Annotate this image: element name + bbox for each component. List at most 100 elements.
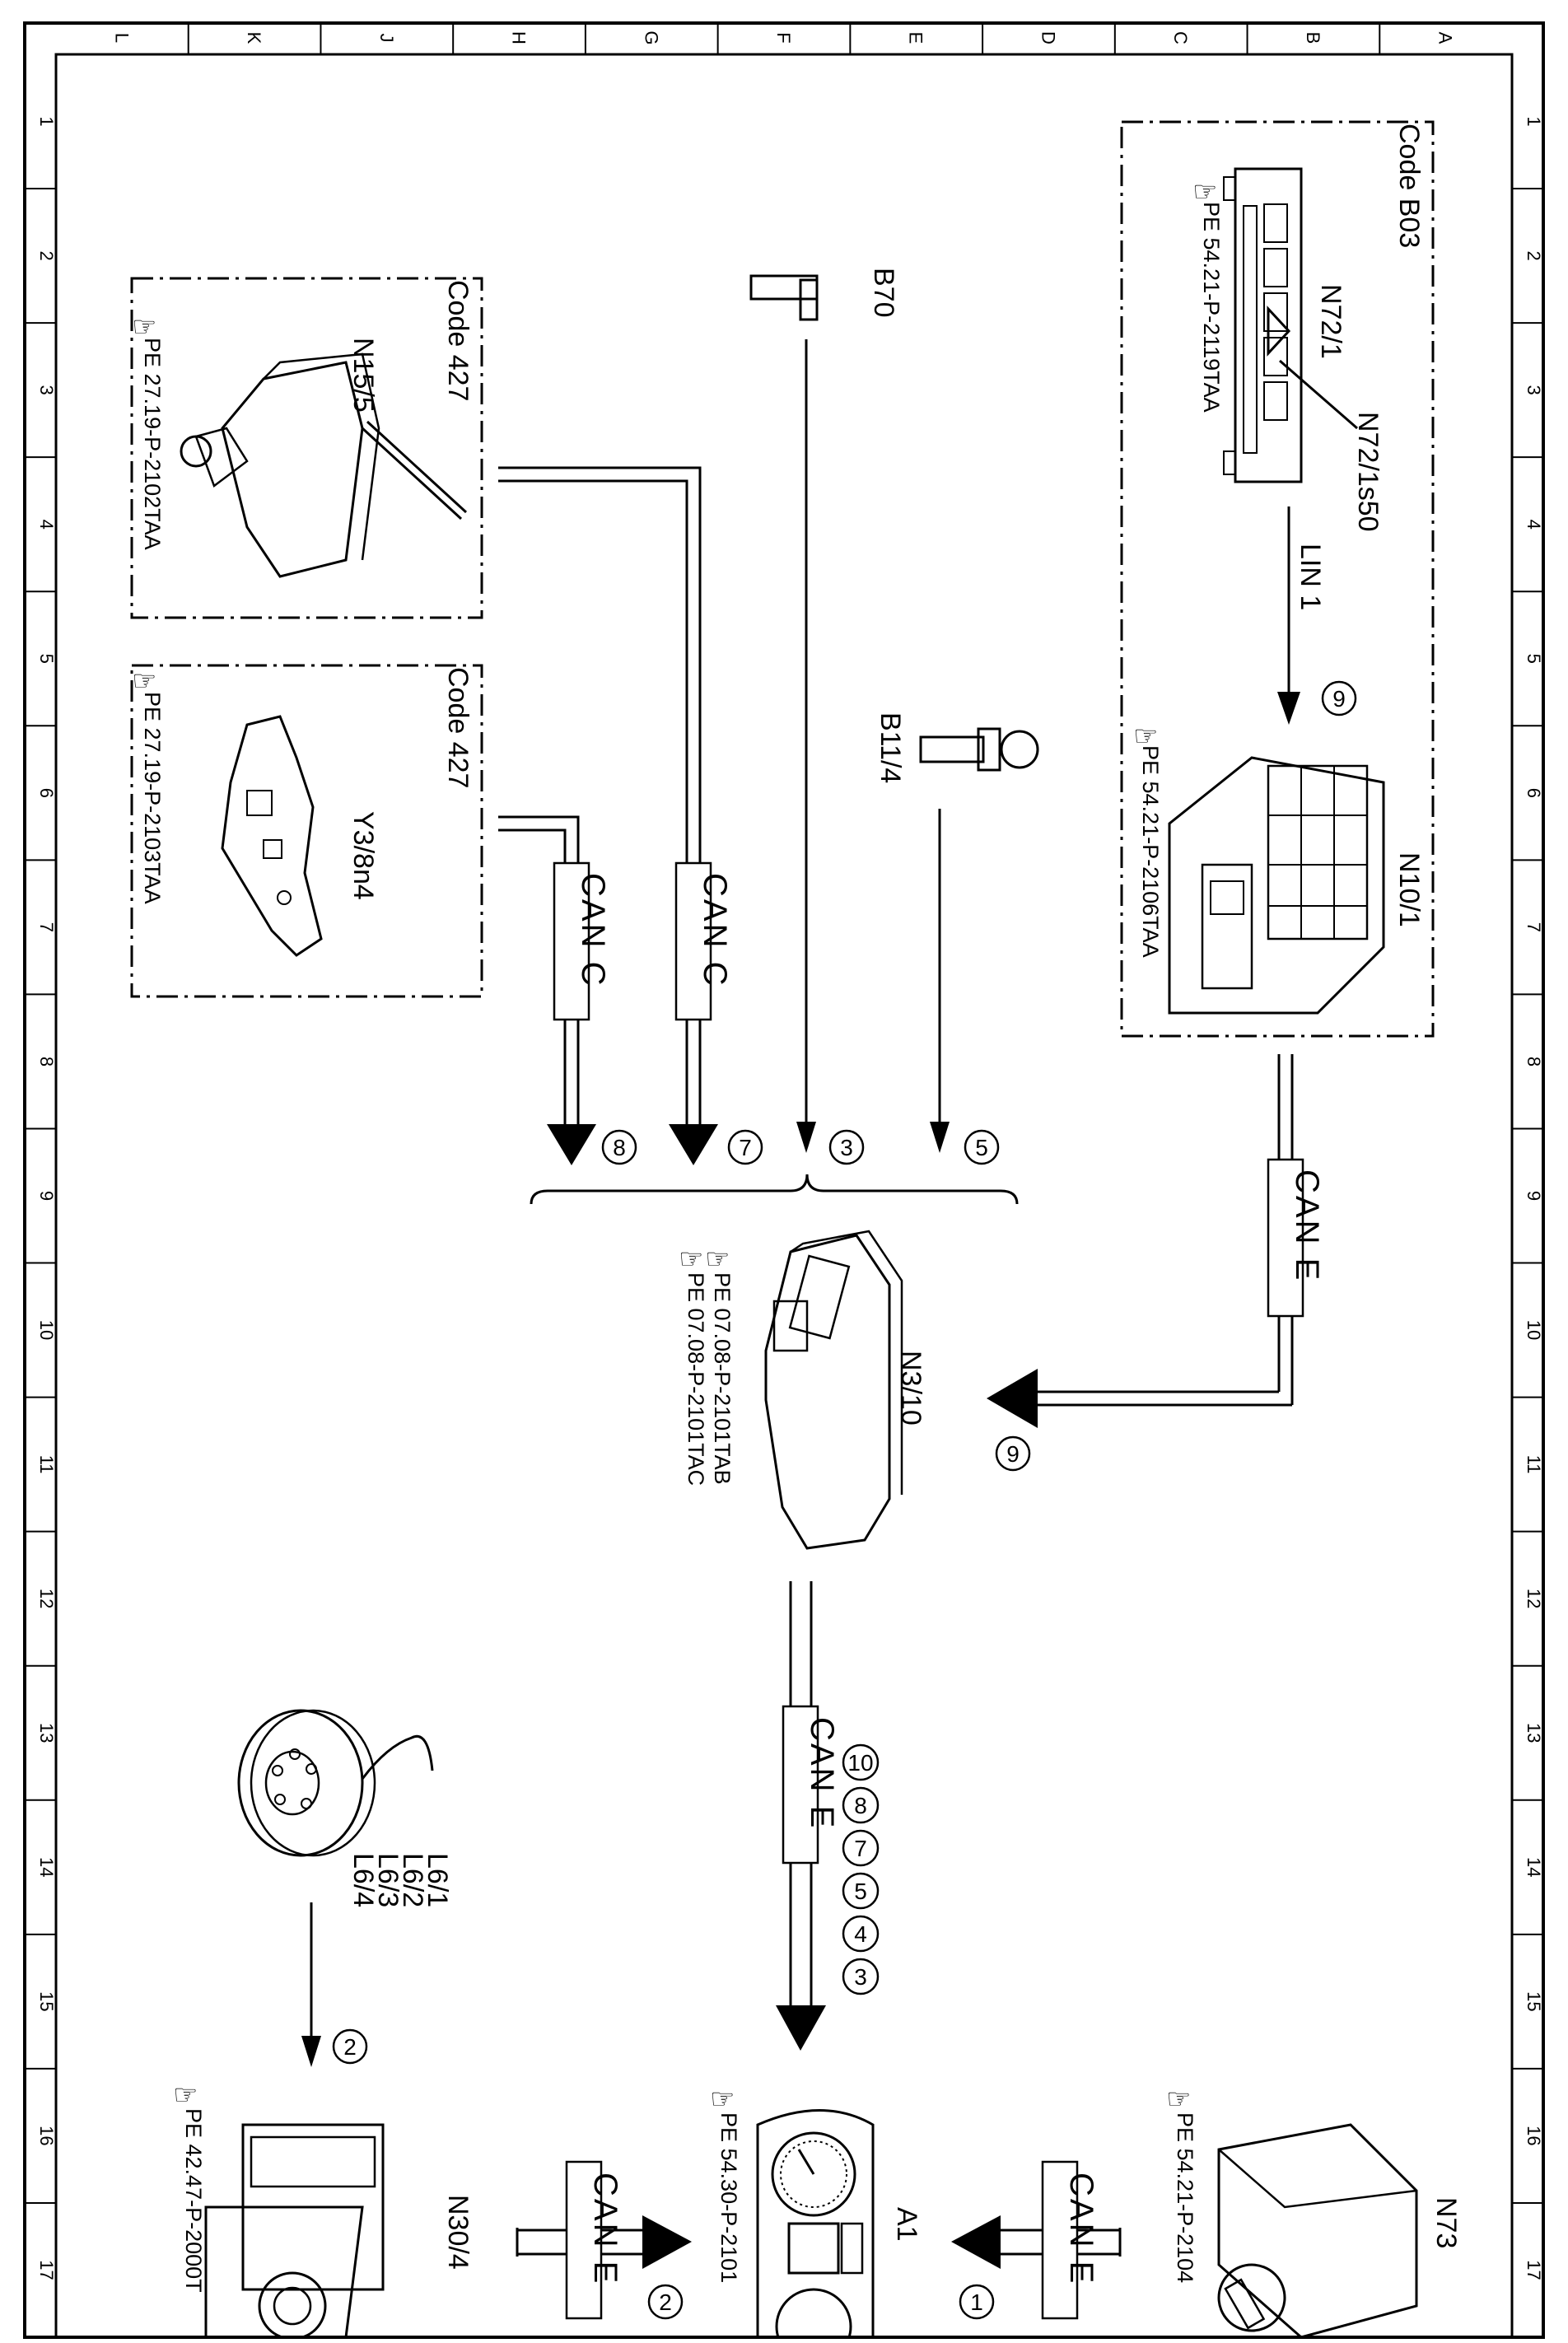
n72-1-ref: PE 54.21-P-2119TAA xyxy=(1199,202,1224,413)
border-col-label: D xyxy=(1038,31,1058,44)
can-c-a-box xyxy=(674,861,712,1021)
signal-9b-circle xyxy=(995,1435,1031,1472)
y3-8n4-valve-plate xyxy=(221,715,323,957)
border-row-label: 4 xyxy=(36,520,57,530)
code-427-label-a: Code 427 xyxy=(442,280,474,401)
border-row-label: 2 xyxy=(1524,250,1544,260)
code-427-box-b xyxy=(130,664,483,998)
n3-10-ref-icon-b: ☞ xyxy=(679,1244,703,1275)
can-c-a-arrowhead xyxy=(669,1124,718,1165)
border-row-label: 1 xyxy=(36,116,57,126)
signal-stack-circle xyxy=(842,1829,880,1867)
border-row-label: 16 xyxy=(1524,2126,1544,2145)
b11-4-label: B11/4 xyxy=(875,712,906,783)
l6-label: L6/3 xyxy=(372,1853,404,1907)
n15-5-ref-icon: ☞ xyxy=(132,311,156,343)
signal-7: 7 xyxy=(739,1135,752,1160)
border-row-label: 16 xyxy=(36,2126,57,2145)
border-col-label: A xyxy=(1435,32,1456,44)
b11-4-arrowhead xyxy=(930,1122,950,1153)
n15-5-ref: PE 27.19-P-2102TAA xyxy=(140,338,165,550)
signal-2b-circle xyxy=(647,2284,684,2320)
border-col-label: K xyxy=(244,32,264,44)
n30-4-label: N30/4 xyxy=(442,2195,474,2270)
n72-1s50-label: N72/1s50 xyxy=(1352,412,1384,532)
signal-stack-circle xyxy=(842,1958,880,1995)
signal-5-circle xyxy=(964,1129,1000,1165)
signal-9a: 9 xyxy=(1332,686,1346,712)
border-row-label: 12 xyxy=(1524,1589,1544,1608)
signal-stack-number: 8 xyxy=(854,1793,867,1818)
a1-label: A1 xyxy=(891,2207,922,2242)
border-row-label: 13 xyxy=(36,1723,57,1743)
border-row-label: 10 xyxy=(1524,1320,1544,1340)
can-e-c-label: CAN E xyxy=(587,2173,623,2285)
can-e-d-box xyxy=(1041,2160,1079,2320)
can-c-b-label: CAN C xyxy=(575,873,611,987)
border-row-label: 6 xyxy=(1524,788,1544,798)
a1-instrument-cluster xyxy=(756,2109,875,2343)
border-row-label: 17 xyxy=(36,2260,57,2280)
can-e-n30-arrowhead xyxy=(642,2215,692,2269)
can-e-d-label: CAN E xyxy=(1063,2173,1099,2285)
l6-label: L6/2 xyxy=(397,1853,428,1907)
n10-1-ref: PE 54.21-P-2106TAA xyxy=(1138,745,1163,958)
border-row-label: 15 xyxy=(36,1991,57,2011)
border-row-label: 3 xyxy=(36,385,57,395)
border-col-label: J xyxy=(376,34,397,43)
signal-1: 1 xyxy=(970,2289,983,2315)
n73-ref-icon: ☞ xyxy=(1166,2084,1191,2115)
can-e-b-box xyxy=(782,1705,819,1865)
n73-label: N73 xyxy=(1430,2197,1462,2248)
n15-5-label: N15/5 xyxy=(348,338,379,413)
border-row-label: 17 xyxy=(1524,2260,1544,2280)
border-row-label: 8 xyxy=(36,1057,57,1066)
border-row-label: 12 xyxy=(36,1589,57,1608)
n3-10-label: N3/10 xyxy=(895,1351,926,1426)
hazard-switch-strip xyxy=(1223,167,1303,483)
signal-9b: 9 xyxy=(1006,1441,1020,1467)
code-427-box-a xyxy=(130,277,483,619)
n72-1s50-leader xyxy=(1279,359,1358,430)
border-col-label: C xyxy=(1170,31,1191,44)
can-e-n3-arrowhead xyxy=(776,2005,826,2051)
can-c-a-label: CAN C xyxy=(697,873,733,987)
y3-8n4-label: Y3/8n4 xyxy=(348,811,379,900)
border-row-label: 11 xyxy=(36,1455,57,1474)
signal-3-circle xyxy=(828,1129,865,1165)
n72-1-ref-icon: ☞ xyxy=(1192,176,1217,208)
n10-1-ref-icon: ☞ xyxy=(1133,721,1158,752)
border-col-label: B xyxy=(1303,32,1323,44)
l6-wheel-sensor xyxy=(237,1709,434,1857)
can-c-a-line-inner xyxy=(498,479,688,1124)
n15-5-shifter xyxy=(180,352,468,578)
n3-10-ecu xyxy=(764,1230,903,1550)
b70-arrowhead xyxy=(796,1122,816,1153)
n3-10-ref-b: PE 07.08-P-2101TAC xyxy=(684,1272,708,1486)
signal-3: 3 xyxy=(840,1135,853,1160)
n72-1-label: N72/1 xyxy=(1315,284,1346,359)
n30-4-ref-icon: ☞ xyxy=(173,2079,198,2111)
can-e-a-box xyxy=(1267,1158,1304,1318)
border-row-label: 13 xyxy=(1524,1723,1544,1743)
code-427-label-b: Code 427 xyxy=(442,667,474,788)
border-col-label: F xyxy=(773,32,794,43)
can-e-n73-arrowhead xyxy=(951,2215,1001,2269)
border-col-label: E xyxy=(906,32,926,44)
n10-1-label: N10/1 xyxy=(1393,852,1425,927)
n30-4-ref: PE 42.47-P-2000T xyxy=(181,2108,206,2293)
n73-ref: PE 54.21-P-2104 xyxy=(1173,2112,1197,2283)
border-row-label: 10 xyxy=(36,1320,57,1340)
can-e-n10-arrowhead xyxy=(987,1369,1038,1428)
lin1-arrowhead xyxy=(1277,692,1300,725)
b70-label: B70 xyxy=(868,268,899,318)
border-row-label: 6 xyxy=(36,788,57,798)
border-row-label: 14 xyxy=(1524,1857,1544,1877)
signal-2: 2 xyxy=(343,2034,357,2060)
hazard-triangle-icon xyxy=(1267,306,1291,357)
signal-stack-number: 5 xyxy=(854,1879,867,1904)
can-e-c-box xyxy=(565,2160,603,2320)
